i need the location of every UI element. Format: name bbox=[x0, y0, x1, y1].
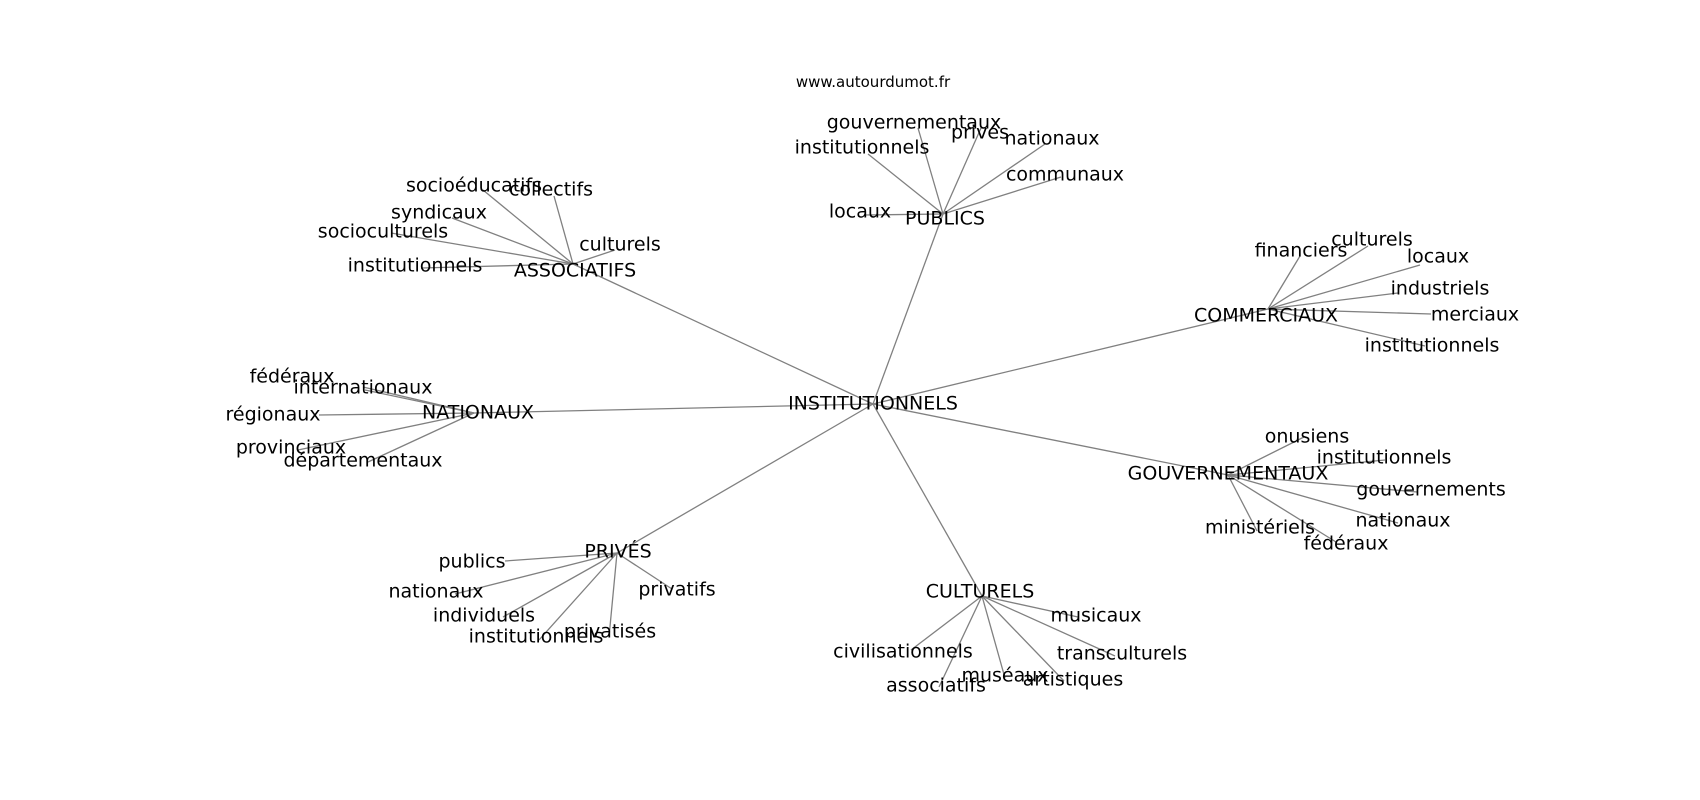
edge-group-to-leaf bbox=[420, 263, 574, 269]
edge-group-to-leaf bbox=[502, 552, 618, 618]
leaf-node: privatisés bbox=[563, 620, 657, 643]
edge-group-to-leaf bbox=[917, 127, 944, 215]
edge-group-to-leaf bbox=[451, 217, 574, 265]
edge-group-to-leaf bbox=[942, 127, 982, 215]
leaf-node: publics bbox=[438, 550, 506, 573]
leaf-node: industriels bbox=[1390, 277, 1490, 300]
edge-group-to-leaf bbox=[910, 595, 983, 651]
edge-group-to-leaf bbox=[1267, 255, 1301, 310]
edge-group-to-leaf bbox=[616, 552, 673, 590]
leaf-node: socioculturels bbox=[317, 220, 449, 243]
edge-group-to-leaf bbox=[538, 552, 618, 641]
leaf-node: institutionnels bbox=[347, 254, 483, 277]
edge-group-to-leaf bbox=[942, 176, 1062, 215]
edge-group-to-leaf bbox=[863, 213, 944, 216]
edge-group-to-leaf bbox=[942, 143, 1046, 215]
edge-group-to-leaf bbox=[482, 189, 574, 265]
edge-group-to-leaf bbox=[553, 195, 574, 265]
edge-group-to-leaf bbox=[608, 552, 618, 638]
leaf-node: gouvernements bbox=[1356, 478, 1506, 501]
leaf-node: culturels bbox=[1331, 228, 1413, 251]
leaf-node: muséaux bbox=[961, 664, 1049, 687]
edge-group-to-leaf bbox=[1227, 474, 1337, 543]
edge-group-to-leaf bbox=[1227, 474, 1418, 493]
leaf-node: associatifs bbox=[886, 674, 986, 697]
edge-group-to-leaf bbox=[318, 412, 475, 416]
leaf-node: merciaux bbox=[1430, 303, 1520, 326]
group-node: CULTURELS bbox=[925, 580, 1035, 603]
edge-center-to-group bbox=[473, 403, 874, 414]
edge-group-to-leaf bbox=[981, 595, 1006, 679]
leaf-node: civilisationnels bbox=[833, 640, 973, 663]
leaf-node: nationaux bbox=[1355, 509, 1451, 532]
leaf-node: artistiques bbox=[1022, 668, 1124, 691]
leaf-node: privatifs bbox=[638, 578, 716, 601]
edge-group-to-leaf bbox=[981, 595, 1116, 657]
leaf-node: régionaux bbox=[225, 403, 321, 426]
edge-group-to-leaf bbox=[1227, 474, 1258, 532]
leaf-node: privés bbox=[951, 121, 1009, 144]
leaf-node: communaux bbox=[1005, 163, 1125, 186]
leaf-node: institutionnels bbox=[794, 136, 930, 159]
edge-group-to-leaf bbox=[1227, 436, 1305, 476]
group-node: PRIVÉS bbox=[584, 540, 652, 563]
edge-group-to-leaf bbox=[1267, 245, 1369, 310]
leaf-node: musicaux bbox=[1050, 604, 1142, 627]
leaf-node: provinciaux bbox=[235, 436, 347, 459]
edge-group-to-leaf bbox=[867, 153, 944, 215]
edge-group-to-leaf bbox=[981, 595, 1065, 682]
leaf-node: onusiens bbox=[1264, 425, 1350, 448]
edge-center-to-group bbox=[572, 263, 874, 405]
leaf-node: institutionnels bbox=[468, 625, 604, 648]
edge-group-to-leaf bbox=[1227, 459, 1386, 476]
edge-group-to-leaf bbox=[1227, 474, 1399, 524]
center-node: INSTITUTIONNELS bbox=[788, 392, 958, 415]
edge-group-to-leaf bbox=[1267, 308, 1426, 347]
edge-group-to-leaf bbox=[938, 595, 983, 688]
leaf-node: institutionnels bbox=[1316, 446, 1452, 469]
edge-group-to-leaf bbox=[390, 232, 574, 265]
leaf-node: ministériels bbox=[1204, 516, 1316, 539]
leaf-node: culturels bbox=[579, 233, 661, 256]
leaf-node: syndicaux bbox=[391, 201, 487, 224]
watermark: www.autourdumot.fr bbox=[795, 73, 951, 91]
edge-group-to-leaf bbox=[572, 249, 616, 265]
leaf-node: locaux bbox=[828, 200, 892, 223]
leaf-node: fédéraux bbox=[249, 365, 335, 388]
leaf-node: internationaux bbox=[293, 376, 433, 399]
edge-group-to-leaf bbox=[1267, 292, 1399, 310]
leaf-node: individuels bbox=[432, 604, 536, 627]
group-node: ASSOCIATIFS bbox=[513, 259, 637, 282]
edge-group-to-leaf bbox=[981, 595, 1079, 618]
leaf-node: fédéraux bbox=[1303, 532, 1389, 555]
group-node: PUBLICS bbox=[905, 207, 985, 230]
group-node: COMMERCIAUX bbox=[1193, 304, 1339, 327]
edge-center-to-group bbox=[872, 403, 983, 597]
group-node: NATIONAUX bbox=[421, 401, 535, 424]
leaf-node: socioéducatifs bbox=[405, 174, 543, 197]
edge-center-to-group bbox=[616, 403, 874, 554]
edge-group-to-leaf bbox=[364, 389, 475, 414]
edge-group-to-leaf bbox=[297, 412, 475, 451]
leaf-node: départementaux bbox=[283, 449, 443, 472]
leaf-node: transculturels bbox=[1056, 642, 1188, 665]
edge-group-to-leaf bbox=[367, 412, 475, 463]
edge-center-to-group bbox=[872, 213, 944, 405]
edge-group-to-leaf bbox=[504, 552, 618, 562]
edge-center-to-group bbox=[872, 308, 1269, 405]
group-node: GOUVERNEMENTAUX bbox=[1127, 462, 1329, 485]
leaf-node: financiers bbox=[1254, 239, 1348, 262]
leaf-node: collectifs bbox=[508, 178, 594, 201]
edge-group-to-leaf bbox=[1267, 264, 1421, 310]
leaf-node: gouvernementaux bbox=[826, 111, 1002, 134]
leaf-node: institutionnels bbox=[1364, 334, 1500, 357]
edge-group-to-leaf bbox=[454, 552, 618, 595]
leaf-node: locaux bbox=[1406, 245, 1470, 268]
edge-group-to-leaf bbox=[1267, 308, 1432, 315]
edge-center-to-group bbox=[872, 403, 1229, 476]
leaf-node: nationaux bbox=[388, 580, 484, 603]
leaf-node: nationaux bbox=[1004, 127, 1100, 150]
